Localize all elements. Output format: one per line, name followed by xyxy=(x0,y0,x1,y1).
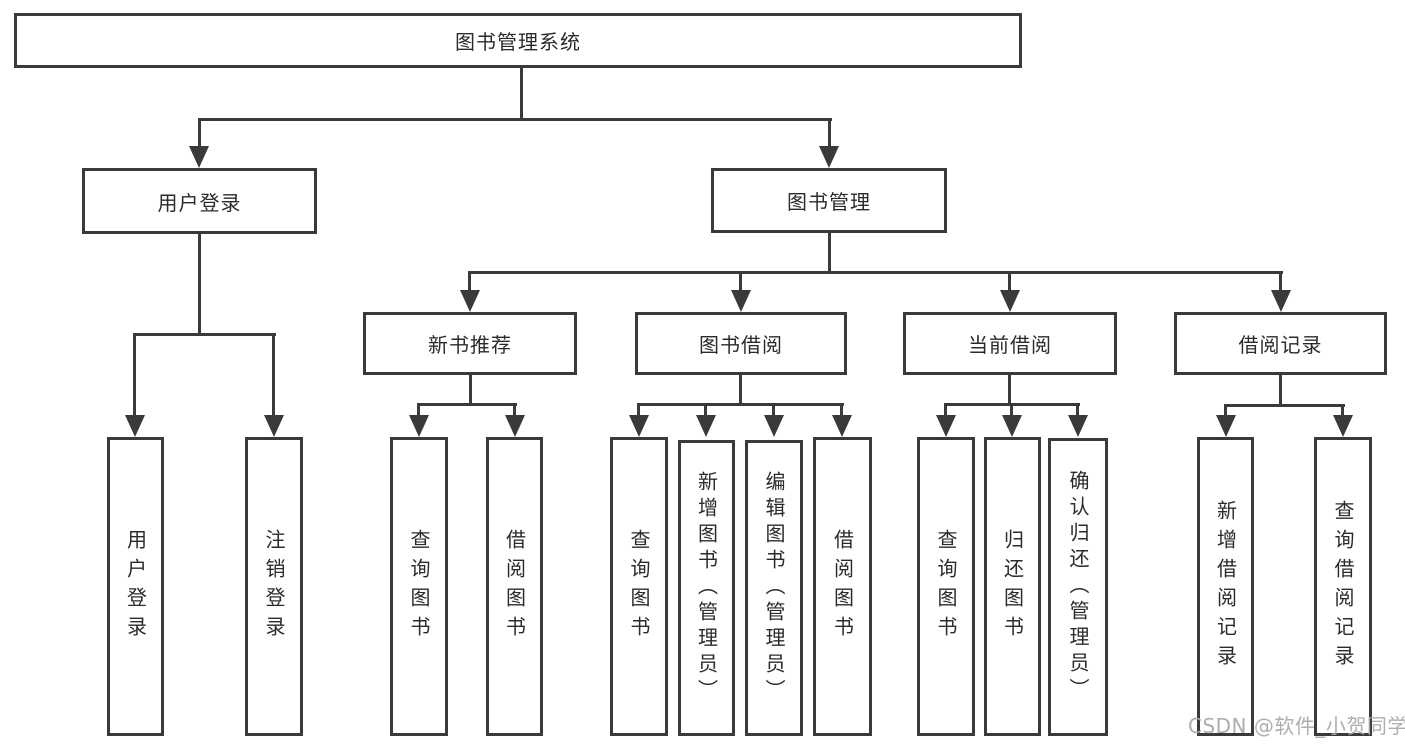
arrow-down-icon xyxy=(189,146,209,168)
leaf-current-return-books: 归还图书 xyxy=(984,437,1041,736)
node-current-borrow-label: 当前借阅 xyxy=(968,333,1052,357)
connector-line xyxy=(520,65,523,121)
connector-line xyxy=(1341,404,1344,415)
arrow-down-icon xyxy=(409,415,429,437)
connector-line xyxy=(772,403,775,415)
connector-line xyxy=(1010,403,1013,415)
leaf-borrow-query-books-label: 查询图书 xyxy=(627,528,651,645)
connector-line xyxy=(417,403,420,415)
arrow-down-icon xyxy=(819,146,839,168)
arrow-down-icon xyxy=(731,290,751,312)
node-borrow-records-label: 借阅记录 xyxy=(1238,333,1323,357)
arrow-down-icon xyxy=(1271,290,1291,312)
leaf-current-confirm-return-admin: 确认归还（管理员） xyxy=(1048,438,1108,736)
leaf-borrow-borrow-books-label: 借阅图书 xyxy=(830,528,855,645)
node-book-borrow-label: 图书借阅 xyxy=(699,333,783,357)
node-book-management: 图书管理 xyxy=(711,168,947,233)
arrow-down-icon xyxy=(264,415,284,437)
leaf-records-add-borrow-record-label: 新增借阅记录 xyxy=(1213,499,1238,674)
arrow-down-icon xyxy=(1333,415,1353,437)
node-library-system: 图书管理系统 xyxy=(14,13,1022,68)
connector-line xyxy=(133,333,136,417)
arrow-down-icon xyxy=(1068,415,1088,437)
leaf-recommend-borrow-books: 借阅图书 xyxy=(486,437,543,736)
leaf-records-query-borrow-record: 查询借阅记录 xyxy=(1314,437,1372,736)
leaf-user-login-label: 用户登录 xyxy=(123,528,148,645)
connector-line xyxy=(637,403,844,406)
connector-line xyxy=(704,403,707,415)
node-new-book-recommend-label: 新书推荐 xyxy=(428,333,512,357)
leaf-records-query-borrow-record-label: 查询借阅记录 xyxy=(1331,499,1355,674)
leaf-records-add-borrow-record: 新增借阅记录 xyxy=(1197,437,1254,736)
csdn-watermark: CSDN @软件_小贺同学 xyxy=(1188,714,1405,738)
leaf-logout: 注销登录 xyxy=(245,437,303,736)
connector-line xyxy=(828,118,831,148)
leaf-current-query-books: 查询图书 xyxy=(917,437,975,736)
connector-line xyxy=(198,234,201,336)
arrow-down-icon xyxy=(629,415,649,437)
connector-line xyxy=(1279,271,1282,290)
arrow-down-icon xyxy=(696,415,716,437)
connector-line xyxy=(1224,404,1227,415)
connector-line xyxy=(739,375,742,406)
leaf-borrow-query-books: 查询图书 xyxy=(610,437,668,736)
node-borrow-records: 借阅记录 xyxy=(1174,312,1387,375)
connector-line xyxy=(469,271,1283,274)
leaf-current-return-books-label: 归还图书 xyxy=(1000,528,1025,645)
leaf-borrow-add-books-admin-label: 新增图书（管理员） xyxy=(694,471,719,705)
leaf-user-login: 用户登录 xyxy=(107,437,164,736)
connector-line xyxy=(1279,375,1282,406)
connector-line xyxy=(1224,404,1345,407)
leaf-current-confirm-return-admin-label: 确认归还（管理员） xyxy=(1066,470,1090,704)
connector-line xyxy=(944,403,947,415)
arrow-down-icon xyxy=(832,415,852,437)
connector-line xyxy=(198,118,201,148)
connector-line xyxy=(1008,375,1011,406)
connector-line xyxy=(469,375,472,406)
connector-line xyxy=(637,403,640,415)
connector-line xyxy=(513,403,516,415)
connector-line xyxy=(198,118,832,121)
arrow-down-icon xyxy=(1000,290,1020,312)
node-new-book-recommend: 新书推荐 xyxy=(363,312,577,375)
arrow-down-icon xyxy=(764,415,784,437)
leaf-recommend-borrow-books-label: 借阅图书 xyxy=(502,528,527,645)
leaf-logout-label: 注销登录 xyxy=(262,528,286,645)
arrow-down-icon xyxy=(936,415,956,437)
node-book-management-label: 图书管理 xyxy=(787,190,871,214)
connector-line xyxy=(739,271,742,290)
connector-line xyxy=(1008,271,1011,290)
connector-line xyxy=(418,403,517,406)
arrow-down-icon xyxy=(460,290,480,312)
leaf-recommend-query-books: 查询图书 xyxy=(390,437,448,736)
node-user-login: 用户登录 xyxy=(82,168,317,234)
leaf-borrow-edit-books-admin: 编辑图书（管理员） xyxy=(745,440,803,736)
leaf-borrow-add-books-admin: 新增图书（管理员） xyxy=(678,440,735,736)
node-current-borrow: 当前借阅 xyxy=(903,312,1117,375)
arrow-down-icon xyxy=(505,415,525,437)
arrow-down-icon xyxy=(1216,415,1236,437)
node-book-borrow: 图书借阅 xyxy=(635,312,847,375)
connector-line xyxy=(272,333,275,417)
node-library-system-label: 图书管理系统 xyxy=(455,30,581,54)
node-user-login-label: 用户登录 xyxy=(157,190,242,215)
connector-line xyxy=(134,333,276,336)
connector-line xyxy=(1076,403,1079,415)
leaf-recommend-query-books-label: 查询图书 xyxy=(407,528,431,645)
connector-line xyxy=(468,271,471,290)
leaf-current-query-books-label: 查询图书 xyxy=(934,528,958,645)
leaf-borrow-borrow-books: 借阅图书 xyxy=(813,437,872,736)
arrow-down-icon xyxy=(125,415,145,437)
leaf-borrow-edit-books-admin-label: 编辑图书（管理员） xyxy=(762,471,786,705)
connector-line xyxy=(828,231,831,274)
connector-line xyxy=(840,403,843,415)
arrow-down-icon xyxy=(1002,415,1022,437)
